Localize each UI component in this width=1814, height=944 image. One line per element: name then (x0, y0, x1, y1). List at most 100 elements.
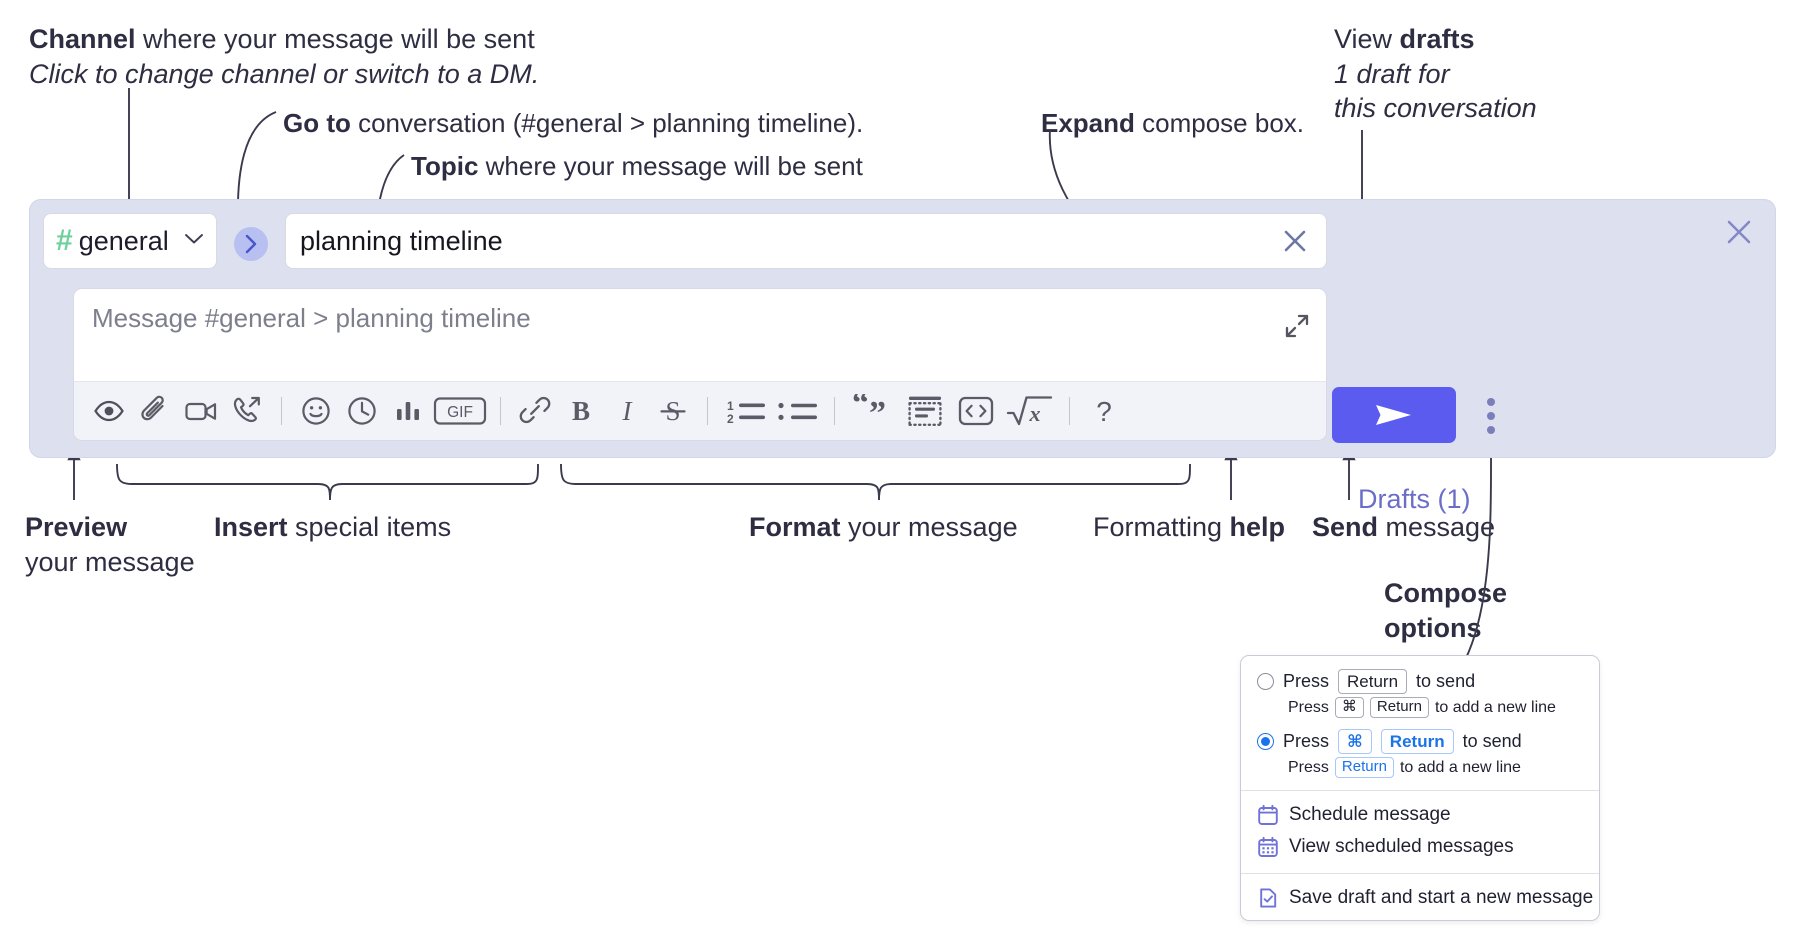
overflow-vertical-icon-dot-3 (1487, 426, 1495, 434)
separator-1 (281, 397, 282, 425)
overflow-vertical-icon-dot-2 (1487, 412, 1495, 420)
menu-item-save-draft[interactable]: Save draft and start a new message (1241, 882, 1599, 914)
message-input[interactable]: Message #general > planning timeline (74, 289, 1326, 382)
hash-icon: # (56, 224, 73, 257)
svg-text:“: “ (852, 394, 869, 422)
annotation-insert-rest: special items (287, 512, 452, 542)
opt1-prefix: Press (1283, 671, 1330, 692)
poll-button[interactable] (385, 388, 431, 434)
opt1-sub-key-cmd: ⌘ (1334, 697, 1364, 718)
svg-text:”: ” (869, 395, 886, 428)
opt2-sub-key-return: Return (1334, 757, 1394, 778)
italic-button[interactable]: I (604, 388, 650, 434)
opt1-sub-key-return: Return (1369, 697, 1429, 718)
annotation-send-rest: message (1378, 512, 1496, 542)
annotation-drafts-sub1: 1 draft for (1334, 58, 1450, 89)
quote-icon: “ ” (852, 394, 886, 428)
annotation-goto-bold: Go to (283, 108, 351, 138)
annotation-channel-sub: Click to change channel or switch to a D… (29, 58, 540, 89)
bold-button[interactable]: B (558, 388, 604, 434)
opt1-sub-prefix: Press (1288, 698, 1329, 716)
opt1-key-return: Return (1338, 669, 1408, 695)
annotation-format-rest: your message (840, 512, 1018, 542)
expand-diagonal-icon (1285, 314, 1309, 338)
annotation-insert-bold: Insert (214, 512, 288, 542)
blockquote-button[interactable]: “ ” (846, 388, 900, 434)
annotation-channel-rest: where your message will be sent (135, 24, 535, 54)
annotation-send-bold: Send (1312, 512, 1379, 542)
audio-clip-button[interactable] (224, 388, 270, 434)
message-placeholder: Message #general > planning timeline (92, 303, 531, 333)
svg-text:B: B (572, 396, 590, 426)
bar-chart-icon (397, 402, 419, 420)
calendar-icon (1258, 804, 1278, 825)
channel-picker[interactable]: # general (43, 213, 217, 269)
code-block-button[interactable] (900, 388, 950, 434)
close-compose-button[interactable] (1722, 215, 1756, 249)
send-option-cmd-return[interactable]: Press ⌘ Return to send (1241, 728, 1599, 755)
link-icon (519, 396, 551, 424)
goto-conversation-button[interactable] (234, 227, 268, 261)
annotation-drafts-bold: drafts (1399, 24, 1475, 54)
opt2-key-return: Return (1380, 729, 1454, 755)
menu-item-schedule-message[interactable]: Schedule message (1241, 799, 1599, 831)
svg-text:2: 2 (727, 412, 734, 426)
bulleted-list-button[interactable] (771, 388, 823, 434)
code-brackets-icon (958, 396, 994, 426)
radio-cmd-return[interactable] (1257, 733, 1274, 751)
annotation-help-plain: Formatting (1093, 512, 1230, 542)
svg-text:GIF: GIF (447, 404, 473, 421)
annotation-send: Send message (1312, 510, 1495, 545)
opt2-sub-suffix: to add a new line (1399, 758, 1521, 776)
emoji-button[interactable] (293, 388, 339, 434)
calendar-grid-icon (1258, 836, 1278, 857)
annotation-topic-bold: Topic (411, 151, 479, 181)
reminder-button[interactable] (339, 388, 385, 434)
video-clip-button[interactable] (178, 388, 224, 434)
svg-text:?: ? (1096, 396, 1112, 427)
menu-item-view-scheduled-messages[interactable]: View scheduled messages (1241, 831, 1599, 863)
bold-icon: B (572, 396, 590, 426)
file-check-icon (1260, 888, 1277, 908)
close-icon[interactable] (1278, 224, 1312, 258)
expand-compose-button[interactable] (1282, 311, 1312, 341)
phone-arrow-icon (233, 396, 260, 423)
separator-3 (707, 397, 708, 425)
annotation-help: Formatting help (1093, 510, 1285, 545)
send-button[interactable] (1332, 387, 1456, 443)
compose-options-button[interactable] (1477, 394, 1505, 438)
inline-code-button[interactable] (950, 388, 1002, 434)
annotation-topic: Topic where your message will be sent (411, 150, 863, 183)
topic-field[interactable]: planning timeline (285, 213, 1327, 269)
annotation-expand-rest: compose box. (1134, 108, 1305, 138)
menu-item-label: Save draft and start a new message (1289, 887, 1594, 908)
send-option-cmd-return-hint: Press Return to add a new line (1241, 755, 1599, 780)
compose-options-menu: Press Return to send Press ⌘ Return to a… (1240, 655, 1600, 921)
separator-5 (1069, 397, 1070, 425)
opt2-key-cmd: ⌘ (1338, 729, 1372, 755)
separator-4 (834, 397, 835, 425)
link-button[interactable] (512, 388, 558, 434)
ordered-list-button[interactable]: 1 2 (719, 388, 771, 434)
annotation-channel: Channel where your message will be sent … (29, 22, 539, 91)
chevron-down-icon (184, 232, 204, 250)
math-button[interactable]: x (1002, 388, 1058, 434)
drafts-link[interactable]: Drafts (1) (1358, 484, 1471, 514)
formatting-help-button[interactable]: ? (1081, 388, 1127, 434)
annotation-format-bold: Format (749, 512, 841, 542)
send-option-return[interactable]: Press Return to send (1241, 668, 1599, 695)
svg-text:x: x (1029, 401, 1041, 426)
annotation-compose-options-l1: Compose (1384, 578, 1508, 608)
annotation-drafts-plain: View (1334, 24, 1400, 54)
annotation-preview-bold: Preview (25, 512, 128, 542)
gif-icon: GIF (433, 397, 487, 425)
gif-button[interactable]: GIF (431, 388, 489, 434)
opt1-sub-suffix: to add a new line (1434, 698, 1556, 716)
attach-button[interactable] (132, 388, 178, 434)
channel-name: general (78, 225, 169, 256)
annotation-expand-bold: Expand (1041, 108, 1135, 138)
annotation-drafts: View drafts 1 draft for this conversatio… (1334, 22, 1537, 126)
radio-return[interactable] (1257, 673, 1274, 691)
strikethrough-button[interactable]: S (650, 388, 696, 434)
preview-button[interactable] (86, 388, 132, 434)
